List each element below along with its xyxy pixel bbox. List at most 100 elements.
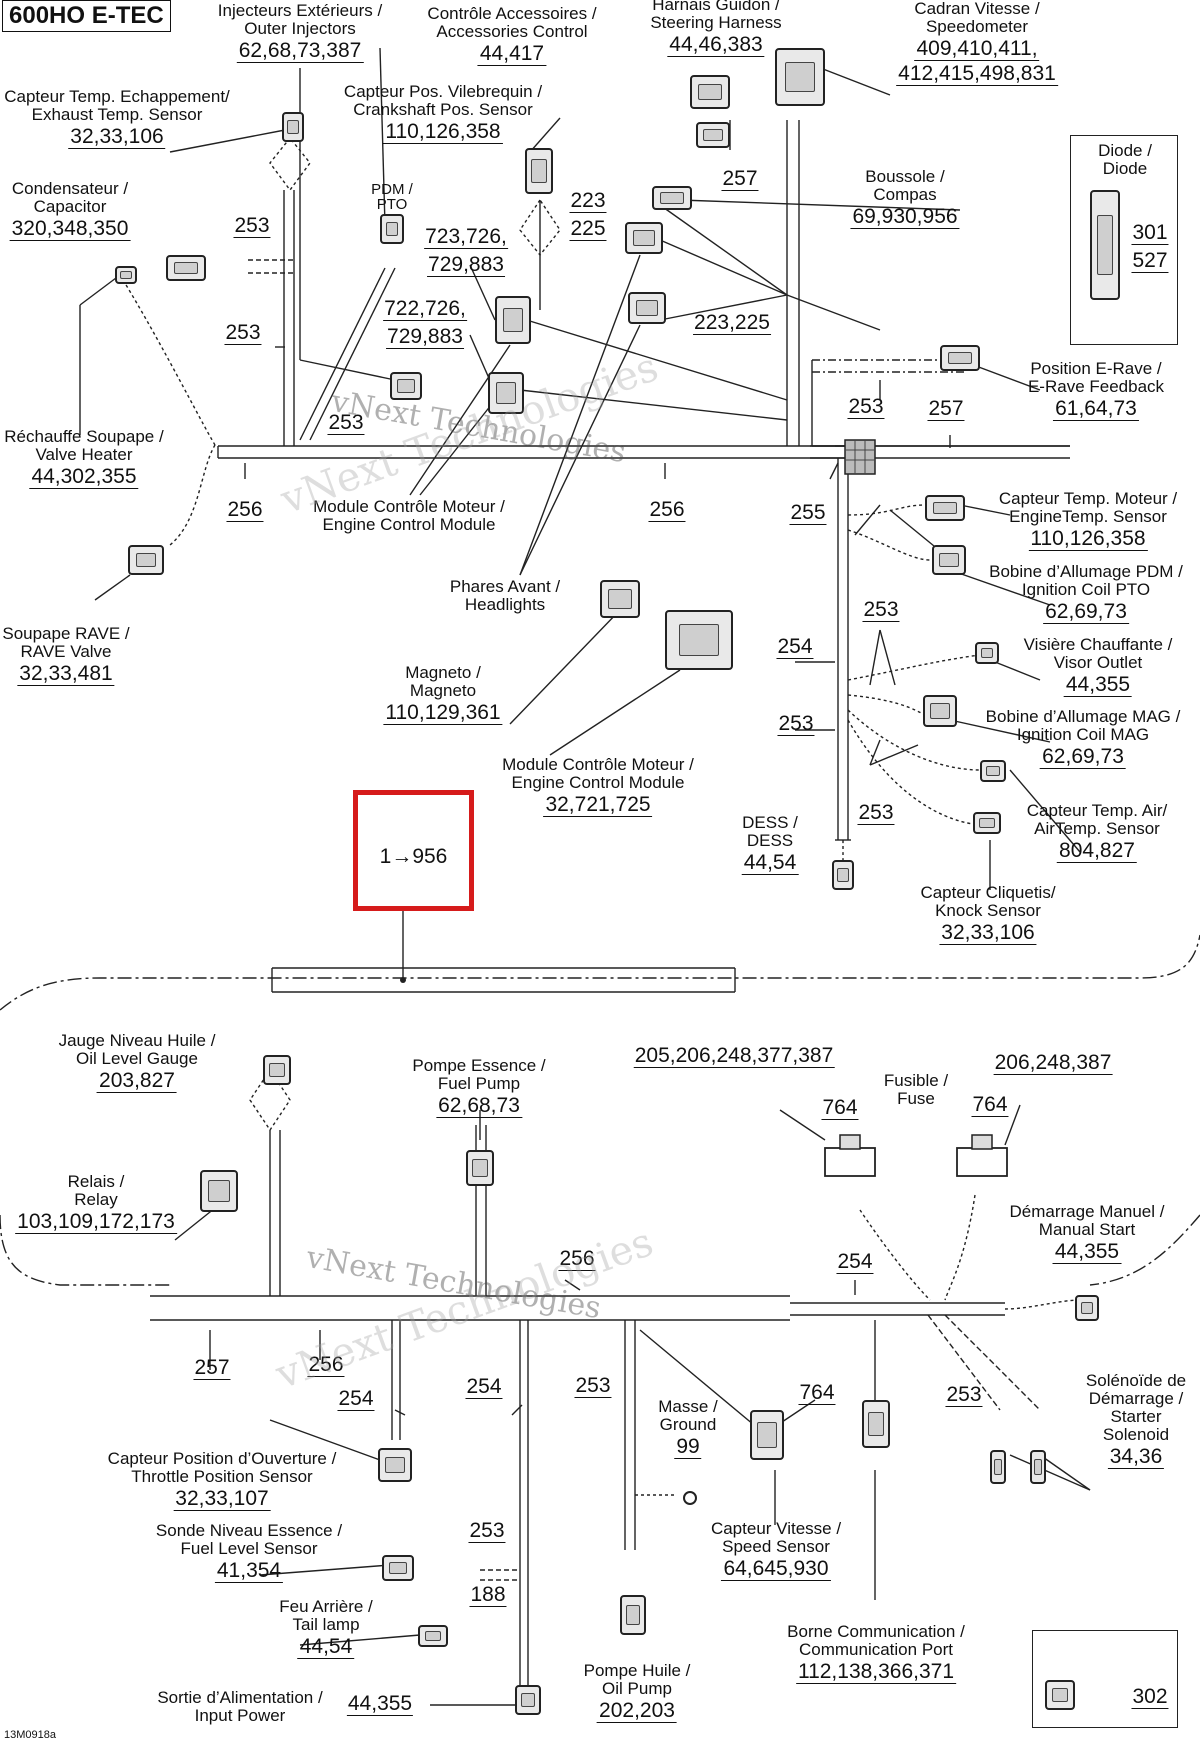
wire-ref: 254: [465, 1375, 503, 1399]
small-connector: [115, 266, 137, 284]
label-fr: Sonde Niveau Essence /: [155, 1521, 343, 1540]
wire-ref: 253: [468, 1519, 506, 1543]
capacitor-connector: [166, 255, 206, 281]
magneto-connector: [600, 580, 640, 618]
label-ecm-upper: Module Contrôle Moteur /Engine Control M…: [313, 498, 505, 534]
label-refs: 110,129,361: [383, 701, 503, 725]
wire-ref: 527: [1131, 249, 1169, 273]
wire-ref: 206,248,387: [993, 1051, 1113, 1075]
wire-ref: 253: [224, 321, 262, 345]
knock-sensor-connector: [973, 812, 1001, 834]
label-refs: 44,355: [1052, 1240, 1122, 1264]
label-en: EngineTemp. Sensor: [1009, 507, 1167, 526]
label-pdm: PDM /PTO: [371, 182, 413, 212]
label-refs: 409,410,411,: [914, 37, 1040, 61]
label-refs: 62,68,73,387: [236, 39, 364, 63]
label-en: RAVE Valve: [20, 642, 112, 661]
input-power-connector: [515, 1685, 541, 1715]
label-refs: 44,46,383: [667, 33, 765, 57]
diode-inset: [1070, 135, 1178, 345]
label-en: Exhaust Temp. Sensor: [31, 105, 203, 124]
label-fr: Contrôle Accessoires /: [427, 4, 597, 23]
label-en: Démarrage /: [1088, 1389, 1184, 1408]
input-power-refs: 44,355: [346, 1692, 414, 1716]
label-refs: 32,33,106: [939, 921, 1037, 945]
label-fr: Masse /: [658, 1397, 718, 1416]
rave-valve-connector: [128, 545, 164, 575]
label-refs-2: 412,415,498,831: [896, 62, 1058, 86]
headlight-connector-a: [625, 222, 663, 254]
label-fuse: Fusible /Fuse: [884, 1072, 948, 1108]
label-input-power: Sortie d’Alimentation /Input Power: [157, 1689, 322, 1725]
wire-ref: 223: [569, 189, 607, 213]
label-fr: Feu Arrière /: [279, 1597, 373, 1616]
label-en: Crankshaft Pos. Sensor: [353, 100, 533, 119]
label-en: Relay: [74, 1190, 118, 1209]
wire-ref: 254: [776, 635, 814, 659]
label-engine-temp: Capteur Temp. Moteur /EngineTemp. Sensor…: [999, 490, 1177, 551]
label-fr: Soupape RAVE /: [2, 624, 130, 643]
steering-harness-connector: [690, 75, 730, 109]
label-en: Outer Injectors: [244, 19, 356, 38]
label-refs: 32,33,481: [17, 662, 115, 686]
label-fr: PDM /: [371, 181, 413, 198]
label-en: DESS: [746, 831, 794, 850]
detail-302-inset: [1032, 1630, 1178, 1728]
label-fr: Pompe Huile /: [583, 1661, 691, 1680]
label-en: Manual Start: [1038, 1220, 1136, 1239]
wire-ref: 301: [1131, 221, 1169, 245]
tail-lamp-connector: [418, 1625, 448, 1647]
wire-ref: 253: [327, 411, 365, 435]
label-en: Fuel Pump: [437, 1074, 521, 1093]
label-fr: Capteur Cliquetis/: [920, 883, 1056, 902]
label-refs: 203,827: [97, 1069, 177, 1093]
exhaust-temp-sensor-connector: [282, 112, 304, 142]
wire-ref: 253: [233, 214, 271, 238]
wire-ref: 225: [569, 217, 607, 241]
detail-302-connector: [1045, 1680, 1075, 1710]
compass-connector: [652, 186, 692, 210]
label-fr: Diode /: [1098, 141, 1152, 160]
wire-ref: 205,206,248,377,387: [633, 1044, 835, 1068]
label-refs: 62,68,73: [436, 1094, 522, 1118]
label-en: Communication Port: [798, 1640, 954, 1659]
label-fr: Solénoïde de: [1085, 1371, 1187, 1390]
wire-ref: 764: [798, 1381, 836, 1405]
label-fr: Injecteurs Extérieurs /: [217, 1, 383, 20]
manual-start-connector: [1075, 1295, 1099, 1321]
label-en: Compas: [873, 185, 937, 204]
label-refs: 320,348,350: [9, 217, 131, 241]
label-refs: 44,54: [297, 1635, 355, 1659]
label-refs: 32,33,106: [68, 125, 166, 149]
label-refs: 61,64,73: [1053, 397, 1139, 421]
label-fr: Réchauffe Soupape /: [4, 427, 164, 446]
label-en: Visor Outlet: [1053, 653, 1143, 672]
visor-connector: [975, 642, 999, 664]
label-fr: Phares Avant /: [449, 577, 561, 596]
label-refs: 110,126,358: [1028, 527, 1148, 551]
label-en: Tail lamp: [292, 1615, 360, 1634]
label-fr: Pompe Essence /: [412, 1056, 546, 1075]
wire-ref: 764: [971, 1093, 1009, 1117]
fuel-pump-connector: [466, 1150, 494, 1186]
wire-ref: 256: [558, 1247, 596, 1271]
speed-sensor-connector: [750, 1410, 784, 1460]
pdm-connector: [380, 214, 404, 244]
label-fr: Bobine d’Allumage MAG /: [985, 707, 1181, 726]
label-refs: 44,302,355: [29, 465, 139, 489]
